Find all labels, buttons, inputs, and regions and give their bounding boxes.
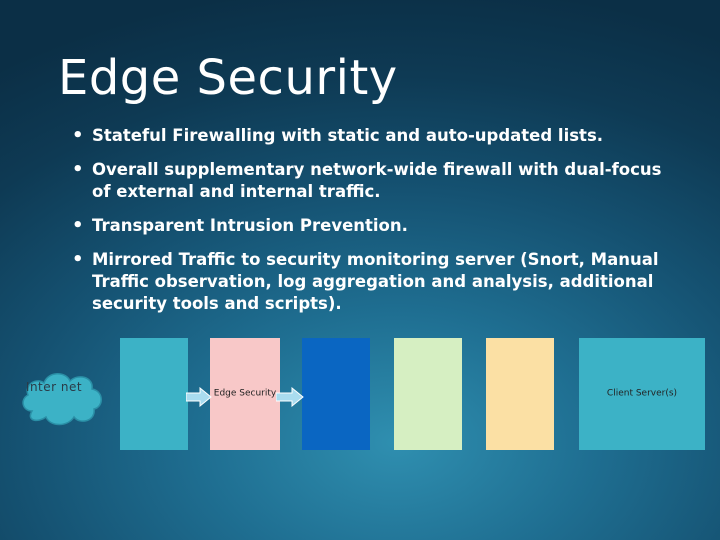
slide-title: Edge Security	[58, 50, 398, 106]
internet-cloud-icon	[22, 373, 102, 426]
edge-security-box: Edge Security	[210, 338, 280, 450]
bullet-item: Overall supplementary network-wide firew…	[70, 159, 670, 203]
bullet-list: Stateful Firewalling with static and aut…	[70, 125, 670, 327]
client-server-label: Client Server(s)	[606, 388, 678, 399]
teal-box	[120, 338, 188, 450]
bullet-item: Stateful Firewalling with static and aut…	[70, 125, 670, 147]
green-box	[394, 338, 462, 450]
arrow-right-icon	[276, 387, 304, 407]
yellow-box	[486, 338, 554, 450]
arrow-right-icon	[186, 387, 212, 407]
internet-label: Inter net	[25, 380, 83, 394]
client-server-box: Client Server(s)	[579, 338, 705, 450]
bullet-item: Mirrored Traffic to security monitoring …	[70, 249, 670, 315]
blue-box	[302, 338, 370, 450]
edge-security-label: Edge Security	[213, 388, 277, 399]
bullet-item: Transparent Intrusion Prevention.	[70, 215, 670, 237]
